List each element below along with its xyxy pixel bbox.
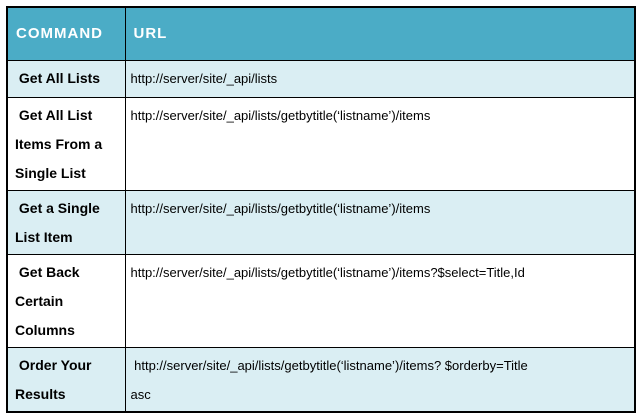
url-cell: http://server/site/_api/lists/getbytitle… xyxy=(124,253,636,348)
table-row: Get a Single List Item http://server/sit… xyxy=(6,189,636,255)
url-cell: http://server/site/_api/lists/getbytitle… xyxy=(124,96,636,191)
url-column-header: URL xyxy=(124,6,636,61)
command-cell: Order Your Results xyxy=(6,346,126,413)
command-cell: Get All List Items From a Single List xyxy=(6,96,126,191)
url-cell: http://server/site/_api/lists/getbytitle… xyxy=(124,346,636,413)
table-row: Get All Lists http://server/site/_api/li… xyxy=(6,59,636,98)
table-row: Order Your Results http://server/site/_a… xyxy=(6,346,636,413)
command-cell: Get Back Certain Columns xyxy=(6,253,126,348)
command-cell: Get All Lists xyxy=(6,59,126,98)
command-column-header: COMMAND xyxy=(6,6,126,61)
table-row: Get All List Items From a Single List ht… xyxy=(6,96,636,191)
api-commands-table: COMMAND URL Get All Lists http://server/… xyxy=(6,6,636,413)
header-row: COMMAND URL xyxy=(6,6,636,61)
url-cell: http://server/site/_api/lists xyxy=(124,59,636,98)
table-row: Get Back Certain Columns http://server/s… xyxy=(6,253,636,348)
command-cell: Get a Single List Item xyxy=(6,189,126,255)
url-cell: http://server/site/_api/lists/getbytitle… xyxy=(124,189,636,255)
